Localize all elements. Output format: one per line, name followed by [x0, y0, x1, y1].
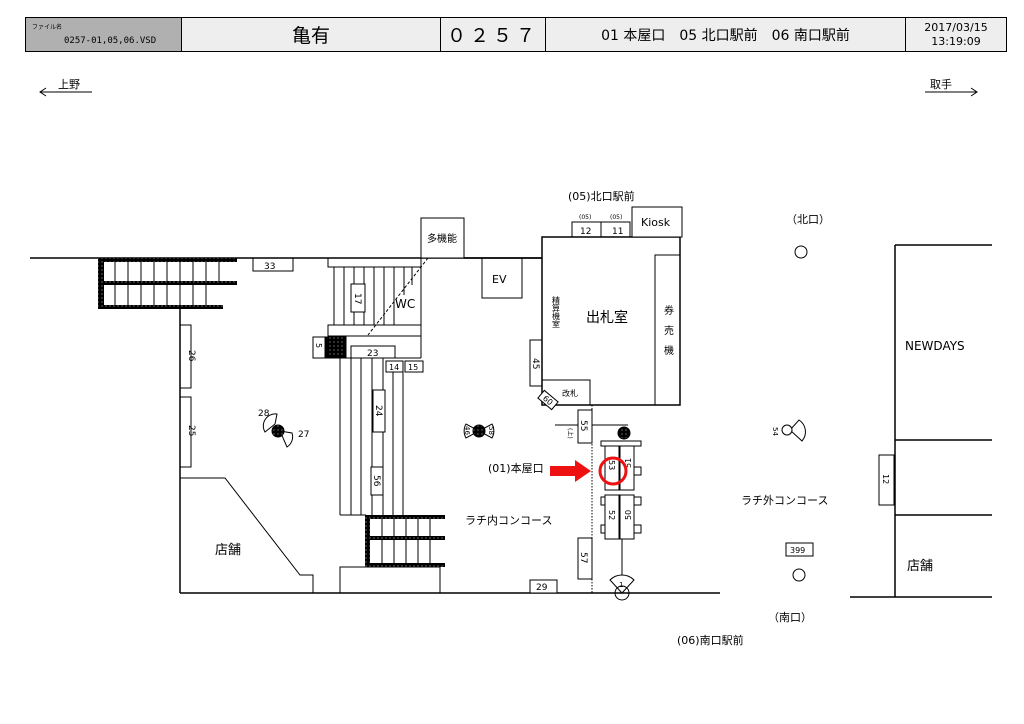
camera-27-28: 28 27 [258, 409, 309, 448]
inner-concourse-label: ラチ内コンコース [465, 513, 552, 527]
highlight-marker: (01)本屋口 [488, 456, 628, 486]
left-label: 上野 [58, 78, 80, 91]
b14-label: 14 [389, 363, 399, 372]
b52-label: 52 [607, 510, 616, 520]
shop-left-label: 店舗 [215, 543, 241, 558]
north-exit-label: （北口） [786, 213, 830, 226]
b51-label: 51 [624, 458, 633, 468]
b12r-label: 12 [881, 474, 890, 484]
pillar [794, 245, 808, 259]
b28-label: 28 [258, 409, 270, 419]
box-25 [179, 396, 192, 468]
multipurpose-toilet [420, 217, 465, 259]
box-26 [179, 324, 192, 389]
b11-label: 11 [612, 227, 623, 237]
newdays-label: NEWDAYS [905, 339, 965, 353]
n05a-label: (05) [579, 214, 591, 221]
b55-label: 55 [578, 420, 588, 431]
b54-label: 54 [771, 427, 779, 436]
file-cell: ファイル名 0257-01,05,06.VSD [25, 17, 182, 52]
station-code: ０２５７ [440, 17, 546, 52]
b23-label: 23 [367, 349, 378, 359]
staircase-top-left [98, 258, 237, 309]
b17-label: 17 [352, 293, 362, 304]
ticket-office: 出札室 精算機室 券売機 12 11 (05) (05) Kiosk (05)北… [464, 189, 683, 411]
b33-label: 33 [264, 262, 275, 272]
b27-label: 27 [298, 430, 309, 440]
b399-label: 399 [790, 546, 805, 555]
gate-area: 55 (上) 53 51 52 50 57 29 1 [529, 405, 642, 601]
kiosk-label: Kiosk [641, 216, 671, 229]
b24-label: 24 [373, 405, 383, 417]
b50-label: 50 [624, 510, 633, 520]
b57-label: 57 [578, 552, 588, 563]
date: 2017/03/15 [924, 20, 988, 34]
camera-46-58: 46 58 [463, 423, 495, 439]
b53-label: 53 [607, 460, 616, 470]
right-label: 取手 [930, 77, 952, 91]
entrance-list: 01 本屋口 05 北口駅前 06 南口駅前 [545, 17, 906, 52]
file-label: ファイル名 [32, 24, 63, 31]
south-station-front-label: (06)南口駅前 [677, 633, 744, 647]
b15-label: 15 [408, 363, 418, 372]
gate-label: 改札 [562, 388, 578, 398]
b46-label: 46 [463, 426, 471, 435]
main-entrance-label: (01)本屋口 [488, 461, 544, 475]
b45-label: 45 [530, 358, 540, 369]
ticket-machine-label: 券売機 [662, 304, 674, 365]
direction-left: 上野 [39, 78, 92, 97]
file-name: 0257-01,05,06.VSD [64, 36, 157, 46]
b29-label: 29 [536, 583, 548, 593]
south-exit-label: （南口） [768, 611, 812, 624]
shop-left-wall [180, 477, 314, 593]
multi-label: 多機能 [427, 232, 457, 245]
ev-label: EV [492, 273, 507, 286]
n05b-label: (05) [610, 214, 622, 221]
b25-label: 25 [186, 425, 196, 436]
fare-adj-label: 精算機室 [552, 295, 561, 328]
box-33 [252, 257, 294, 272]
b12-label: 12 [580, 227, 591, 237]
b5-label: 5 [314, 343, 323, 348]
timestamp: 2017/03/15 13:19:09 [905, 17, 1007, 52]
b58-label: 58 [487, 426, 495, 435]
camera-54: 54 [771, 419, 806, 442]
b56-label: 56 [371, 475, 381, 487]
outer-concourse-label: ラチ外コンコース [741, 494, 828, 507]
north-station-front-label: (05)北口駅前 [568, 189, 635, 203]
staircase-center: 17 WC 5 23 14 15 24 56 [312, 257, 445, 594]
up-label: (上) [566, 428, 574, 439]
direction-right: 取手 [925, 77, 978, 97]
wc-label: WC [395, 297, 415, 311]
time: 13:19:09 [931, 34, 981, 48]
ticket-office-label: 出札室 [586, 309, 628, 326]
shop-right-label: 店舗 [907, 559, 933, 574]
b26-label: 26 [186, 350, 196, 362]
box-12-right [878, 454, 895, 506]
b1-label: 1 [619, 581, 623, 589]
station-name: 亀有 [181, 17, 441, 52]
